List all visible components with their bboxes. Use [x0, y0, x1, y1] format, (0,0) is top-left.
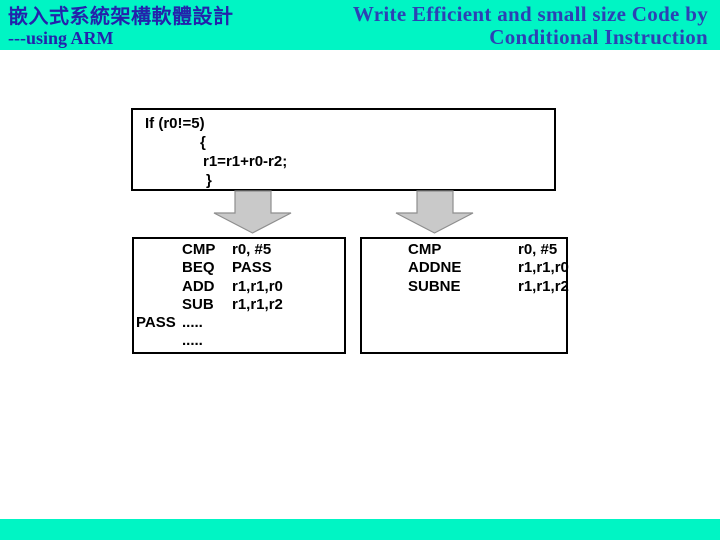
asm-operands: PASS — [232, 259, 272, 277]
asm-label — [136, 259, 182, 277]
code-line: } — [206, 172, 212, 189]
top-cyan-band — [0, 0, 720, 50]
asm-operands: r0, #5 — [232, 241, 272, 258]
down-block-arrow-icon — [213, 190, 292, 234]
asm-row: ..... — [134, 332, 344, 350]
bottom-cyan-band — [0, 519, 720, 540]
asm-mnemonic: BEQ — [182, 259, 215, 277]
asm-row: ADD r1,r1,r0 — [134, 278, 344, 296]
asm-operands — [232, 314, 344, 332]
asm-operands: r1,r1,r2 — [232, 295, 283, 313]
asm-box-branch-version: CMP r0, #5 BEQ PASS ADD r1,r1,r0 SUB r1,… — [132, 237, 346, 354]
c-code-box: If (r0!=5) { r1=r1+r0-r2; } — [131, 108, 556, 191]
down-block-arrow-icon — [395, 190, 474, 234]
asm-mnemonic: ..... — [182, 314, 203, 332]
asm-operands: r1,r1,r0 — [232, 277, 283, 295]
asm-operands: r1,r1,r0 — [518, 259, 569, 277]
asm-operands: r0, #5 — [518, 241, 558, 258]
asm-label — [136, 332, 182, 350]
asm-mnemonic: SUBNE — [408, 277, 461, 295]
course-header: 嵌入式系統架構軟體設計 ---using ARM — [8, 5, 234, 48]
course-subtitle-using-arm: ---using ARM — [8, 28, 114, 48]
asm-box-conditional-version: CMP r0, #5 ADDNE r1,r1,r0 SUBNE r1,r1,r2 — [360, 237, 569, 354]
course-title-chinese: 嵌入式系統架構軟體設計 — [8, 6, 234, 28]
asm-row: CMP r0, #5 — [134, 241, 344, 259]
asm-row: CMP r0, #5 — [362, 241, 566, 259]
asm-mnemonic: CMP — [408, 241, 442, 258]
asm-mnemonic: CMP — [182, 241, 216, 258]
asm-operands — [232, 332, 344, 350]
asm-label: PASS — [136, 314, 176, 332]
asm-row: ADDNE r1,r1,r0 — [362, 259, 569, 277]
asm-label — [136, 296, 182, 314]
asm-mnemonic: SUB — [182, 295, 214, 313]
asm-mnemonic: ..... — [182, 332, 203, 350]
code-line: If (r0!=5) — [145, 115, 205, 132]
asm-row: SUB r1,r1,r2 — [134, 296, 344, 314]
asm-row: PASS ..... — [134, 314, 344, 332]
slide-title-line2: Conditional Instruction — [489, 25, 708, 49]
asm-operands: r1,r1,r2 — [518, 277, 569, 295]
asm-label — [136, 278, 182, 296]
asm-row: SUBNE r1,r1,r2 — [362, 277, 569, 296]
code-line: r1=r1+r0-r2; — [203, 153, 288, 170]
asm-mnemonic: ADDNE — [408, 259, 462, 277]
code-line: { — [200, 134, 206, 151]
slide-title: Write Efficient and small size Code by C… — [278, 3, 708, 49]
slide-title-line1: Write Efficient and small size Code by — [352, 2, 708, 26]
asm-row: BEQ PASS — [134, 259, 344, 277]
asm-mnemonic: ADD — [182, 277, 215, 295]
asm-label — [136, 241, 182, 259]
